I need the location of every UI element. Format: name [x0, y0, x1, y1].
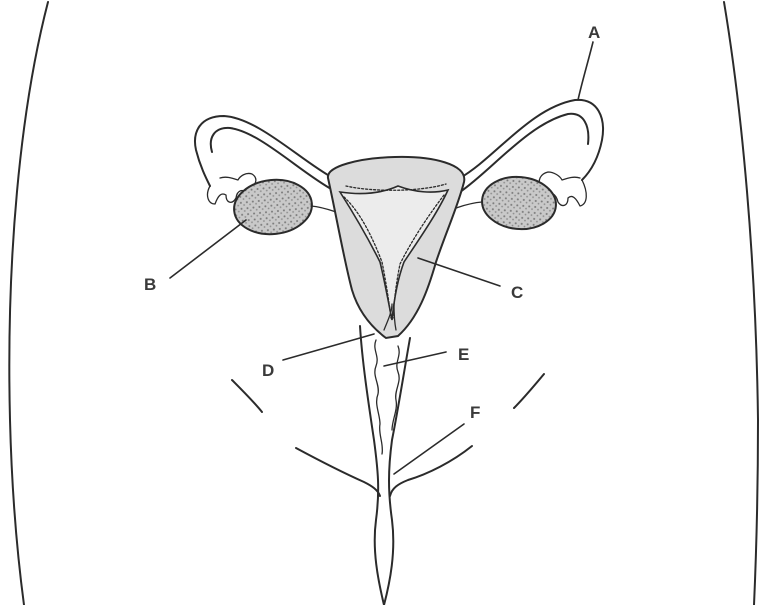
uterus [328, 157, 464, 338]
label-e: E [458, 345, 469, 364]
left-ovary [231, 176, 314, 238]
leader-d [283, 334, 374, 360]
vaginal-canal [232, 326, 544, 605]
leader-f [394, 424, 464, 474]
label-f: F [470, 403, 480, 422]
label-c: C [511, 283, 523, 302]
label-b: B [144, 275, 156, 294]
right-ovary [480, 174, 558, 232]
leader-b [170, 220, 246, 278]
leader-e [384, 352, 446, 366]
leader-a [578, 42, 593, 100]
label-a: A [588, 23, 600, 42]
label-d: D [262, 361, 274, 380]
